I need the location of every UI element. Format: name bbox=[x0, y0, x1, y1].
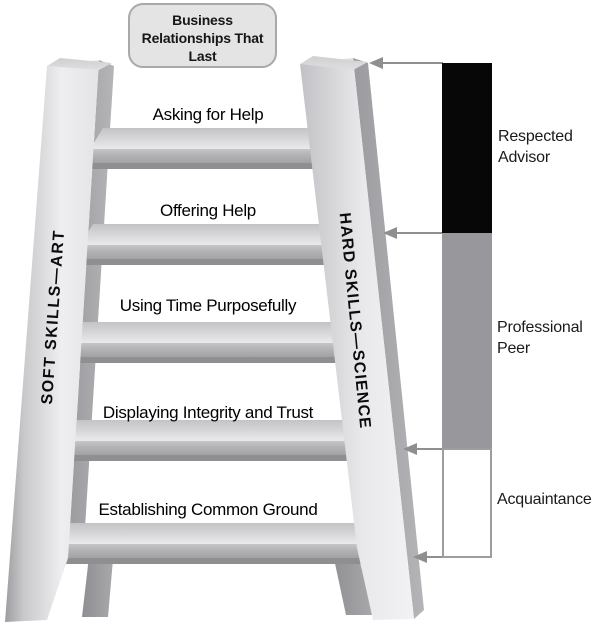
rung-1 bbox=[86, 128, 334, 169]
rung-4 bbox=[54, 420, 362, 461]
rung-front-face bbox=[54, 441, 362, 455]
scale-label-acquaintance: Acquaintance bbox=[497, 491, 592, 508]
scale-segment-professional-peer bbox=[442, 233, 492, 448]
scale-segment-acquaintance bbox=[442, 448, 492, 558]
scale-arrow-peer-acquaintance bbox=[403, 443, 443, 455]
rung-label-asking-for-help: Asking for Help bbox=[152, 105, 264, 124]
back-left-leg bbox=[82, 548, 114, 617]
scale-arrow-bottom bbox=[413, 551, 443, 563]
rung-shadow bbox=[44, 558, 372, 564]
scale-segment-respected-advisor bbox=[442, 63, 492, 233]
right-rail-front-face bbox=[300, 58, 414, 620]
rung-top-face bbox=[90, 128, 330, 149]
rung-label-establishing-common-ground: Establishing Common Ground bbox=[98, 500, 318, 519]
rung-shadow bbox=[76, 259, 344, 265]
rung-top-face bbox=[48, 523, 368, 544]
rung-5 bbox=[44, 523, 372, 564]
left-rail-top-face bbox=[47, 58, 112, 70]
scale-arrow-top bbox=[369, 57, 443, 69]
rung-shadow bbox=[54, 455, 362, 461]
rung-front-face bbox=[44, 544, 372, 558]
rung-front-face bbox=[86, 149, 334, 163]
rung-top-face bbox=[70, 322, 350, 343]
title-box: Business Relationships That Last bbox=[128, 3, 277, 68]
rung-label-using-time-purposefully: Using Time Purposefully bbox=[119, 296, 297, 315]
rung-front-face bbox=[76, 245, 344, 259]
right-rail-side-face bbox=[353, 58, 424, 619]
rung-label-offering-help: Offering Help bbox=[160, 201, 256, 220]
left-rail-front-face bbox=[5, 60, 99, 622]
right-rail-top-face bbox=[300, 56, 368, 70]
scale-label-respected-advisor: Respected Advisor bbox=[498, 128, 573, 166]
rung-top-face bbox=[58, 420, 358, 441]
rung-shadow bbox=[86, 163, 334, 169]
rung-shadow bbox=[66, 357, 354, 363]
scale-label-professional-peer: Professional Peer bbox=[497, 319, 583, 357]
scale-arrow-advisor-peer bbox=[383, 227, 443, 239]
rung-top-face bbox=[80, 224, 340, 245]
rung-label-displaying-integrity-and-trust: Displaying Integrity and Trust bbox=[102, 403, 314, 422]
rung-3 bbox=[66, 322, 354, 363]
rung-front-face bbox=[66, 343, 354, 357]
rung-2 bbox=[76, 224, 344, 265]
